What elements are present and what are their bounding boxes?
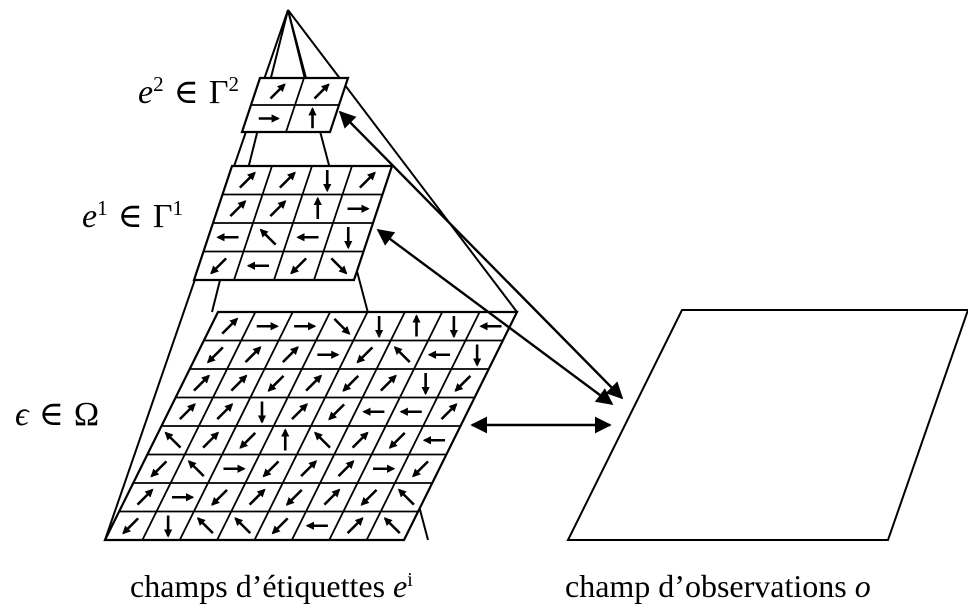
level1-label-arrow [238,171,256,189]
level1-label-arrow [278,171,296,189]
level-0-label: ϵ∈Ω [15,396,100,433]
level0-label-arrow [262,460,280,478]
level0-label-arrow [397,488,415,506]
level0-label-arrow [440,403,458,421]
level0-label-arrow [221,317,239,335]
level0-label-arrow [281,346,299,364]
level1-label-arrow [290,257,308,275]
label-field-level-0 [103,310,519,542]
level0-label-arrow [164,431,182,449]
connection-arrows [338,110,624,434]
level0-label-arrow [314,431,331,449]
level0-label-arrow [271,517,289,535]
level0-label-arrow [328,403,346,421]
level-1-label: e1∈Γ1 [82,196,184,235]
level0-label-arrow [193,374,210,392]
level0-label-arrow [196,517,214,535]
level0-label-arrow [360,488,378,506]
level0-label-arrow [202,431,220,449]
level0-label-arrow [291,403,308,421]
level0-label-arrow [122,517,140,535]
level2-label-arrow [269,83,286,100]
level0-label-arrow [346,517,364,535]
level0-label-arrow [187,460,205,478]
label-field-level-2 [240,76,350,134]
level0-label-arrow [285,488,303,506]
level1-label-arrow [259,228,277,246]
level0-label-arrow [239,431,257,449]
level0-label-arrow [351,431,369,449]
level0-label-arrow [305,374,323,392]
level0-label-arrow [230,374,248,392]
level2-label-arrow [313,83,330,100]
level0-label-arrow [383,517,401,535]
level-2-label: e2∈Γ2 [138,72,240,111]
level0-label-arrow [248,488,266,506]
caption-label-fields: champs d’étiquettes ei [130,568,413,604]
arrow-level1-observation [376,228,614,406]
level0-label-arrow [136,488,154,506]
observation-field [566,309,968,541]
level1-label-arrow [210,257,228,275]
level0-label-arrow [388,431,406,449]
label-field-level-1 [192,164,394,282]
level0-label-arrow [216,403,234,421]
level0-label-arrow [323,488,341,506]
level0-label-arrow [267,374,285,392]
level0-label-arrow [234,517,252,535]
level1-label-arrow [269,200,287,218]
level0-label-arrow [206,346,224,364]
level0-label-arrow [150,460,168,478]
level0-label-arrow [244,346,262,364]
caption-observation-field: champ d’observations o [565,568,871,604]
level0-label-arrow [412,460,429,478]
level0-label-arrow [211,488,228,506]
level0-label-arrow [337,460,355,478]
level1-label-arrow [229,200,247,218]
level0-label-arrow [300,460,318,478]
level0-label-arrow [178,403,196,421]
